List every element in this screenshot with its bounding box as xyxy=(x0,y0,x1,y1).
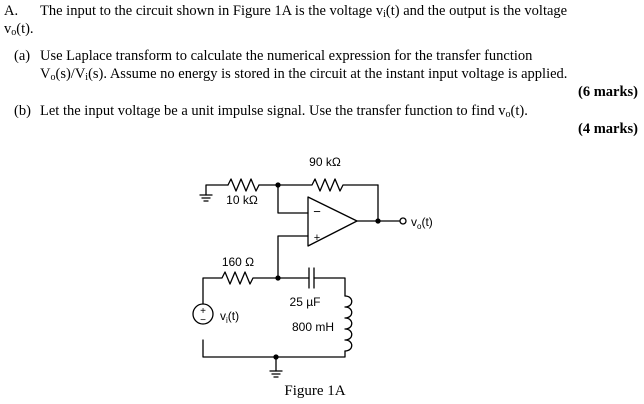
figure-caption: Figure 1A xyxy=(284,383,345,399)
opamp-plus-label: + xyxy=(314,232,320,244)
part-a-marks: (6 marks) xyxy=(577,84,638,100)
question-label: A. xyxy=(4,3,19,19)
question-intro: The input to the circuit shown in Figure… xyxy=(40,3,568,20)
part-b-label: (b) xyxy=(14,103,31,119)
question-intro-line2: vo(t). xyxy=(4,21,34,38)
wire-bottom xyxy=(202,339,346,358)
resistor-90k xyxy=(277,178,379,192)
label-vo: vo(t) xyxy=(411,215,433,231)
ground-wire-left xyxy=(205,184,229,196)
wire-noninverting-input xyxy=(277,235,309,279)
label-10k: 10 kΩ xyxy=(226,193,258,207)
capacitor-25uF xyxy=(308,267,315,289)
voltage-source xyxy=(192,303,214,325)
part-a-label: (a) xyxy=(14,48,31,64)
opamp xyxy=(307,196,358,247)
label-800mH: 800 mH xyxy=(292,320,334,334)
wire-cap-right xyxy=(313,277,346,297)
ground-symbol-left xyxy=(199,194,213,202)
part-b-marks: (4 marks) xyxy=(577,121,638,137)
inductor-800mH xyxy=(344,295,353,352)
part-a-line1: Use Laplace transform to calculate the n… xyxy=(40,48,533,64)
ground-symbol-bottom xyxy=(269,370,283,378)
wire-inverting-input xyxy=(277,184,309,214)
output-terminal xyxy=(399,217,407,225)
label-vi: vi(t) xyxy=(220,309,239,325)
part-a-line2: Vo(s)/Vi(s). Assume no energy is stored … xyxy=(40,66,568,83)
resistor-10k xyxy=(227,178,260,192)
opamp-minus-label: − xyxy=(313,204,321,219)
source-minus-label: − xyxy=(200,315,206,326)
label-160: 160 Ω xyxy=(222,255,254,269)
source-plus-label: + xyxy=(200,306,206,317)
label-25uF: 25 µF xyxy=(290,295,321,309)
part-b-text: Let the input voltage be a unit impulse … xyxy=(40,103,528,120)
label-90k: 90 kΩ xyxy=(309,155,341,169)
resistor-160 xyxy=(202,271,279,321)
